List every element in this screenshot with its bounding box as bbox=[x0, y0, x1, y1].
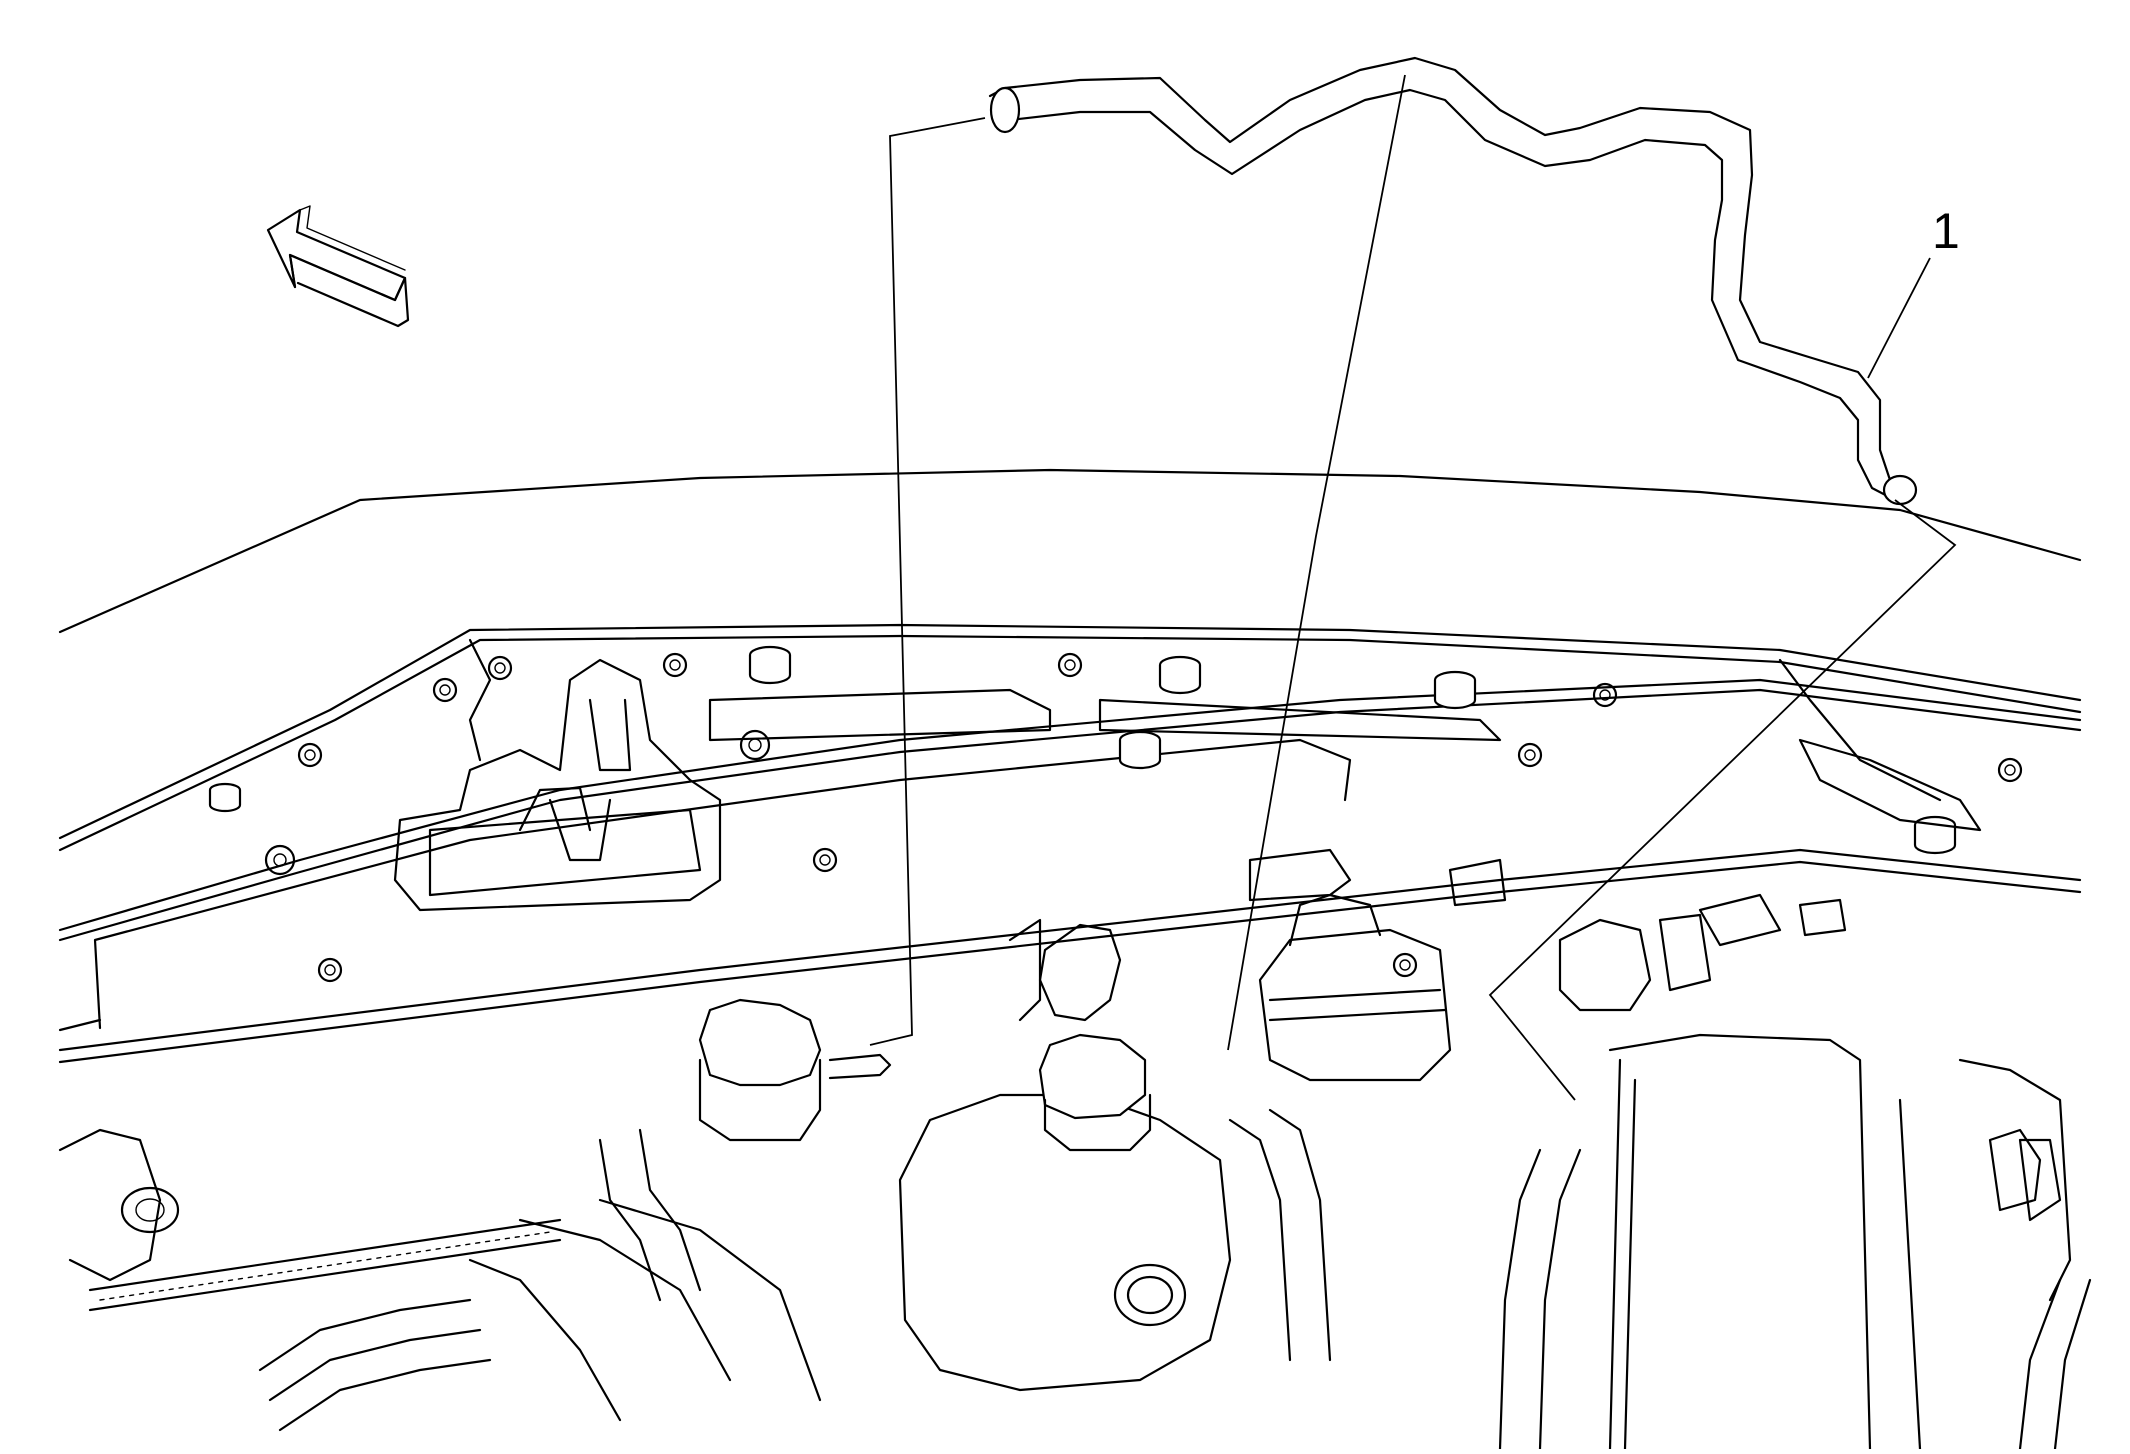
electronic-module bbox=[1258, 893, 1452, 1082]
hood-latch bbox=[393, 658, 722, 912]
front-direction-arrow-icon bbox=[266, 205, 410, 328]
radiator-core bbox=[58, 1128, 562, 1312]
panel-brackets bbox=[708, 688, 1982, 832]
coolant-reservoir-cap-left bbox=[698, 998, 892, 1142]
connector-right bbox=[1558, 913, 2042, 1212]
air-intake-duct bbox=[258, 1198, 822, 1432]
callout-1-label: 1 bbox=[1932, 203, 1960, 259]
hoses bbox=[598, 1108, 2092, 1451]
hood-bumpers bbox=[208, 645, 1957, 855]
panel-bolts bbox=[264, 652, 2023, 983]
fuse-box bbox=[1608, 1033, 2072, 1451]
leader-lines bbox=[869, 74, 1957, 1101]
wiring-clips bbox=[1248, 848, 1847, 947]
radiator-support-panel bbox=[58, 623, 2082, 1064]
hood-outline bbox=[58, 468, 2082, 634]
vent-hose bbox=[988, 56, 1918, 506]
coolant-reservoir-center bbox=[898, 918, 1232, 1392]
